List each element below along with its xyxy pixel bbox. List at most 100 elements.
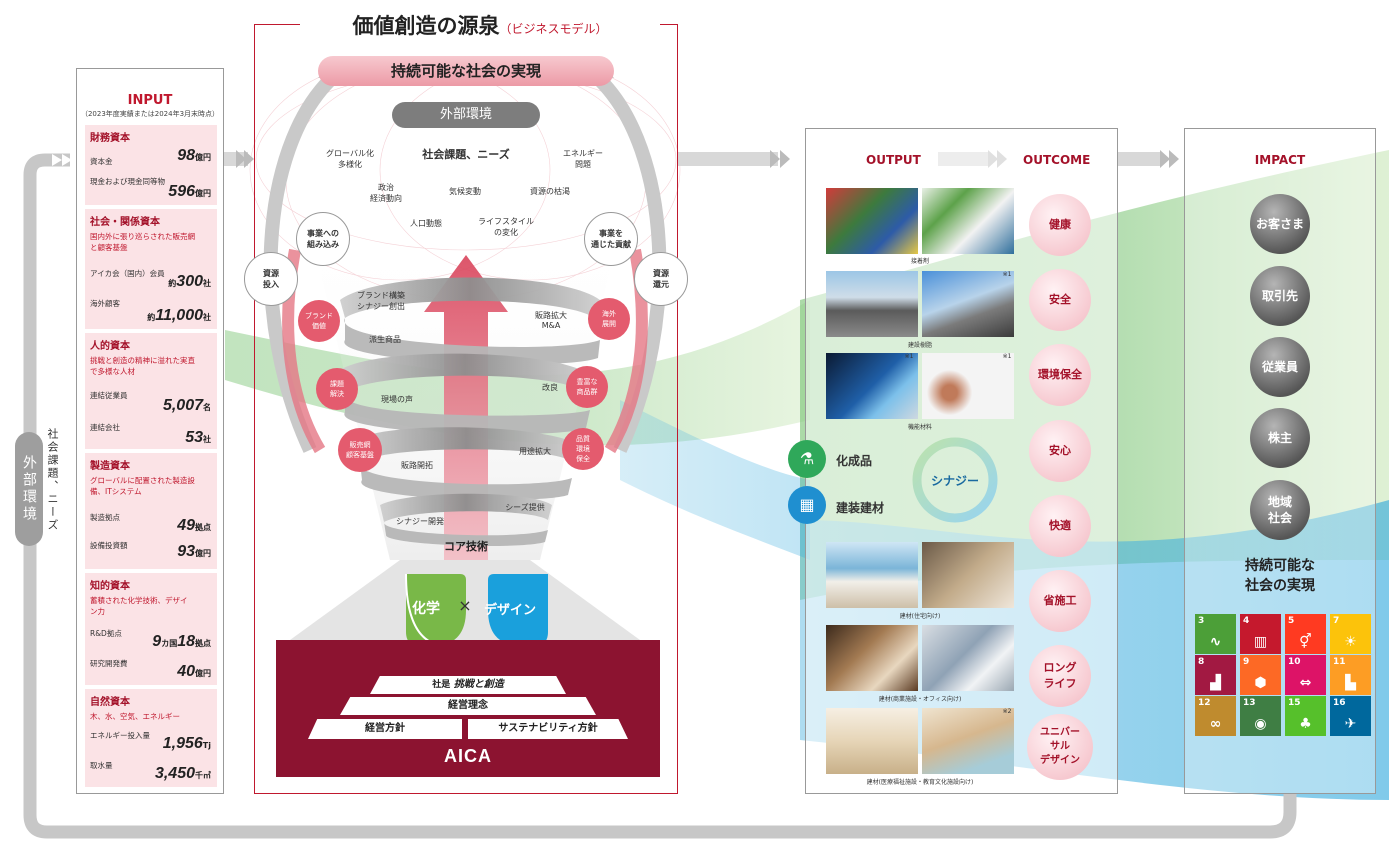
capital-stock-label: 資本金 [90, 157, 113, 166]
synergy-label: シナジー [930, 474, 979, 488]
outcome-labor-saving: 省施工 [1029, 570, 1091, 632]
sdg-goal-7: 7☀ [1330, 614, 1371, 654]
sdg-number: 13 [1243, 698, 1256, 708]
rnd-countries-value: 9 [152, 633, 162, 650]
caption-construction-resin: 建設樹脂 [907, 342, 932, 349]
aica-kai-unit: 社 [203, 279, 211, 288]
human-title: 人的資本 [90, 341, 130, 352]
spiral-develop-channels: 販路開拓 [401, 461, 433, 470]
philosophy-tier: 経営理念 [340, 697, 596, 715]
spiral [340, 277, 600, 546]
management-policy-tier: 経営方針 [308, 719, 462, 739]
impact-title: IMPACT [1254, 153, 1306, 167]
sdg-number: 5 [1288, 616, 1295, 626]
infinity-icon: ∞ [1209, 716, 1222, 732]
output-title: OUTPUT [866, 153, 921, 167]
product-range-circle: 豊富な 商品群 [566, 366, 608, 408]
financial-capital: 財務資本 資本金 98億円 現金および現金同等物 596億円 [85, 125, 217, 205]
spiral-seeds: シーズ提供 [505, 503, 545, 512]
energy-value: 1,956 [162, 735, 203, 752]
resource-return-circle: 資源 還元 [634, 252, 688, 306]
financial-title: 財務資本 [90, 133, 130, 144]
water-label: 取水量 [90, 761, 113, 770]
sdg-number: 8 [1198, 657, 1205, 667]
issue-demographics: 人口動態 [410, 219, 442, 228]
chemical-products-icon: ⚗ [788, 440, 826, 478]
issue-globalization: グローバル化 多様化 [326, 149, 374, 169]
contribute-through-business-circle: 事業を 通じた貢献 [584, 212, 638, 266]
sdg-number: 11 [1333, 657, 1346, 667]
sdg-number: 12 [1198, 698, 1211, 708]
sdg-goal-11: 11▙ [1330, 655, 1371, 695]
input-note: （2023年度実績または2024年3月末時点） [80, 110, 220, 118]
sdg-goal-4: 4▥ [1240, 614, 1281, 654]
note-1b: ※1 [904, 353, 914, 360]
stakeholder-suppliers: 取引先 [1250, 266, 1310, 326]
residential-photo [826, 542, 918, 608]
eye-globe-icon: ◉ [1254, 716, 1267, 732]
sdg-goal-13: 13 ◉ [1240, 696, 1281, 736]
spiral-brand: ブランド構築 シナジー創出 [357, 291, 405, 311]
rnd-sites-value: 18 [177, 633, 195, 650]
sdg-goal-5: 5⚥ [1285, 614, 1326, 654]
philosophy-base: 社是 挑戦と創造 経営理念 経営方針 サステナビリティ方針 AICA [276, 640, 660, 777]
side-label-text: 外部環境 [21, 455, 37, 523]
capex-label: 設備投資額 [90, 541, 128, 550]
rnd-sites-label: R&D拠点 [90, 629, 122, 638]
external-env-side-label: 外部環境 [15, 432, 43, 546]
human-desc: 挑戦と創造の精神に溢れた実直で多様な人材 [90, 356, 195, 376]
rnd-cost-value: 40 [177, 663, 195, 680]
commercial-photo [826, 625, 918, 691]
note-2: ※2 [1002, 708, 1012, 715]
issue-politics: 政治 経済動向 [370, 183, 402, 203]
stakeholder-customers: お客さま [1250, 194, 1310, 254]
sdg-number: 4 [1243, 616, 1250, 626]
sdg-goal-8: 8▟ [1195, 655, 1236, 695]
social-title: 社会・関係資本 [90, 217, 160, 228]
employees-label: 連結従業員 [90, 391, 128, 400]
input-to-center-chevrons [224, 150, 254, 168]
note-1c: ※1 [1002, 353, 1012, 360]
center-to-output-chevrons [678, 150, 790, 168]
spiral-expand-use: 用途拡大 [519, 447, 551, 456]
sdg-number: 15 [1288, 698, 1301, 708]
caption-residential: 建材(住宅向け) [899, 613, 941, 620]
chemistry-label: 化学 [412, 601, 440, 617]
sustainable-society-pill: 持続可能な社会の実現 [318, 56, 614, 86]
overseas-customers-label: 海外顧客 [90, 299, 120, 308]
caption-adhesives: 接着剤 [910, 258, 929, 265]
sdg-number: 3 [1198, 616, 1205, 626]
title-main: 価値創造の源泉 [352, 13, 500, 38]
quality-environment-circle: 品質 環境 保全 [562, 428, 604, 470]
outcome-long-life: ロング ライフ [1029, 645, 1091, 707]
construction-resin-photo [826, 271, 918, 337]
sdg-number: 9 [1243, 657, 1250, 667]
natural-desc: 木、水、空気、エネルギー [90, 712, 180, 721]
tree-icon: ♣ [1299, 716, 1312, 732]
sdg-number: 16 [1333, 698, 1346, 708]
spiral-improve: 改良 [542, 383, 558, 392]
issue-lifestyle: ライフスタイル の変化 [478, 217, 534, 237]
construction-resin-photo-2 [922, 271, 1014, 337]
employees-unit: 名 [203, 403, 211, 412]
spiral-derivative: 派生商品 [369, 335, 401, 344]
outcome-safety: 安全 [1029, 269, 1091, 331]
outcome-comfort: 快適 [1029, 495, 1091, 557]
aica-kai-value: 300 [176, 273, 203, 290]
spiral-synergy-dev: シナジー開発 [396, 517, 444, 526]
external-env-pill: 外部環境 [392, 102, 540, 128]
impact-goal: 持続可能な 社会の実現 [1245, 558, 1315, 594]
building-materials-label: 建装建材 [836, 501, 885, 515]
design-label: デザイン [483, 603, 536, 618]
intellectual-desc: 蓄積された化学技術、デザイン力 [90, 596, 188, 616]
sdg-number: 10 [1288, 657, 1301, 667]
core-tech-label: コア技術 [444, 540, 488, 553]
aica-logo: AICA [444, 746, 492, 766]
title-sub: （ビジネスモデル） [499, 22, 608, 36]
cash-unit: 億円 [195, 189, 211, 198]
heartbeat-icon: ∿ [1209, 634, 1222, 650]
equality-icon: ⇔ [1299, 675, 1312, 691]
sdg-goal-16: 16✈ [1330, 696, 1371, 736]
social-capital: 社会・関係資本 国内外に張り巡らされた販売網と顧客基盤 アイカ会（国内）会員 約… [85, 209, 217, 329]
motto-prefix: 社是 [432, 680, 451, 690]
